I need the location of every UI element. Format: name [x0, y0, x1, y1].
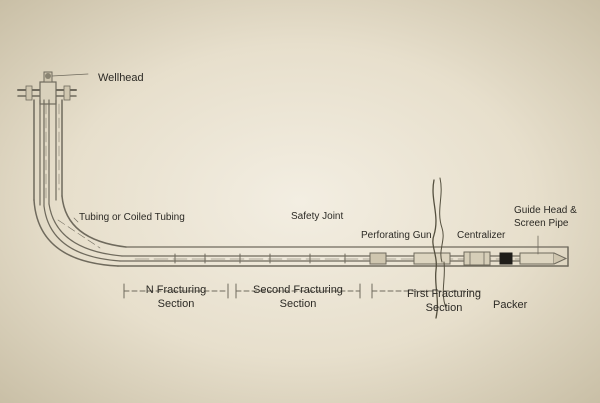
guide-head: [519, 235, 568, 265]
tubing-label: Tubing or Coiled Tubing: [79, 212, 185, 223]
safety-joint-label: Safety Joint: [291, 211, 344, 222]
section-brackets: [123, 283, 481, 299]
n-section-label-line2: Section: [157, 298, 195, 310]
guide-head-label-line2: Screen Pipe: [514, 218, 569, 229]
perforating-gun: [413, 177, 451, 319]
vertical-casing: [33, 99, 63, 207]
packer-label: Packer: [493, 299, 528, 311]
packer: [499, 252, 513, 265]
leader-lines: [73, 217, 79, 223]
first-section-label-line1: First Fracturing: [407, 288, 481, 300]
guide-head-label-line1: Guide Head &: [514, 205, 577, 216]
n-section-label-line1: N Fracturing: [145, 284, 207, 296]
second-section-label-line2: Section: [279, 298, 317, 310]
centralizer-label: Centralizer: [457, 230, 506, 241]
tubing-joints: [174, 253, 346, 264]
safety-joint: [369, 252, 387, 265]
curved-section: [33, 195, 127, 267]
perforating-gun-label: Perforating Gun: [361, 230, 432, 241]
centralizer: [463, 251, 491, 266]
wellhead-label: Wellhead: [98, 72, 144, 84]
first-section-label-line2: Section: [425, 302, 463, 314]
second-section-label-line1: Second Fracturing: [253, 284, 343, 296]
wellhead-assembly: [17, 71, 89, 105]
